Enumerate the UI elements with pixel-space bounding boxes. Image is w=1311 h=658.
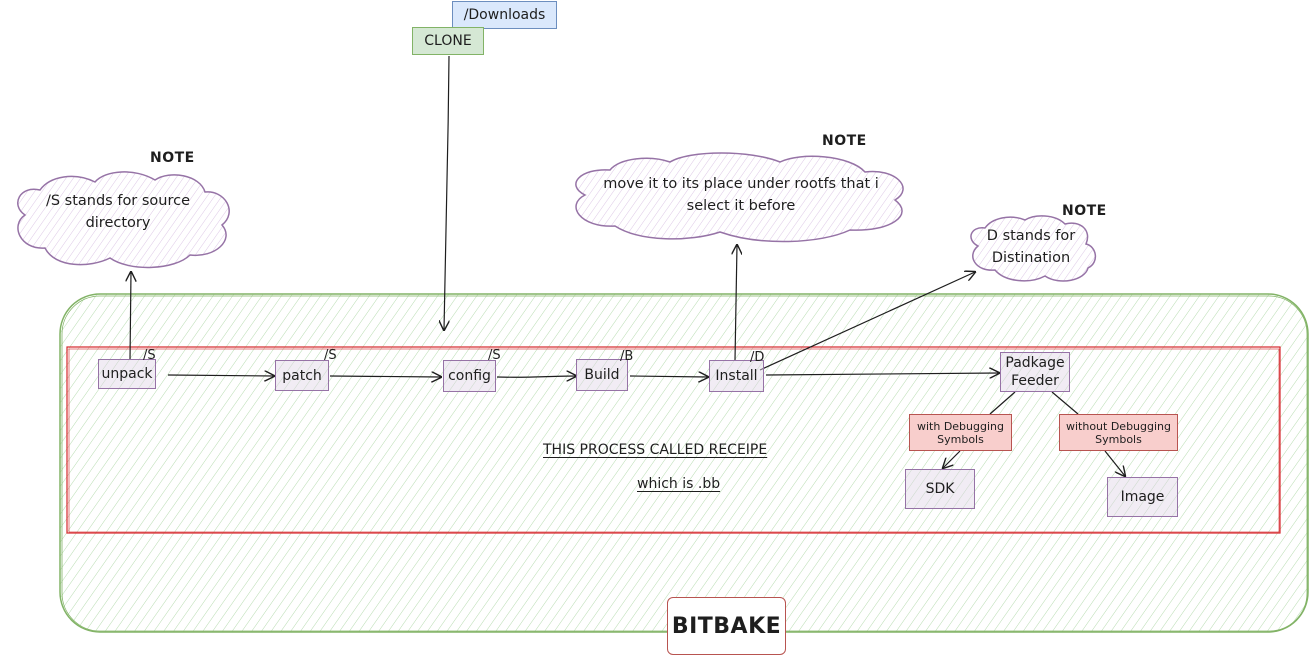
note-1-line-2: directory bbox=[85, 215, 151, 231]
arrow-install-feeder bbox=[765, 373, 999, 375]
note-1-line-1: /S stands for source bbox=[45, 193, 191, 209]
feeder-line-2: Feeder bbox=[1011, 373, 1059, 389]
arrow-feeder-with bbox=[989, 391, 1016, 415]
note-3-line-1: D stands for bbox=[986, 228, 1076, 244]
step-install: Install bbox=[709, 360, 764, 392]
note-text-3: D stands for Distination bbox=[968, 225, 1094, 269]
step-unpack: unpack bbox=[98, 359, 156, 389]
cloud-shape-2 bbox=[575, 152, 904, 243]
step-config-label: config bbox=[448, 368, 491, 384]
step-unpack-label: unpack bbox=[101, 366, 153, 382]
feeder-line-1: Padkage bbox=[1005, 355, 1065, 371]
step-patch: patch bbox=[275, 360, 329, 391]
note-2-line-1: move it to its place under rootfs that i bbox=[603, 176, 879, 192]
note-2-line-2: select it before bbox=[686, 198, 796, 214]
arrow-unpack-patch bbox=[167, 375, 274, 376]
bitbake-label-box: BITBAKE bbox=[667, 597, 786, 655]
without-debugging-line-1: without Debugging bbox=[1065, 419, 1171, 433]
step-install-dir: /D bbox=[750, 350, 765, 365]
recipe-container bbox=[66, 346, 1281, 534]
arrow-feeder-without bbox=[1051, 391, 1079, 415]
arrow-with-sdk bbox=[943, 450, 961, 468]
step-build: Build bbox=[576, 359, 628, 391]
step-install-label: Install bbox=[715, 368, 758, 384]
bitbake-label: BITBAKE bbox=[671, 613, 782, 639]
clone-box: CLONE bbox=[412, 27, 484, 55]
cloud-shape-3 bbox=[970, 215, 1097, 282]
arrow-unpack-note bbox=[130, 272, 131, 361]
image-box: Image bbox=[1107, 477, 1178, 517]
bitbake-container bbox=[59, 293, 1309, 633]
with-debugging-line-2: Symbols bbox=[937, 432, 984, 446]
with-debugging-line-1: with Debugging bbox=[916, 419, 1004, 433]
recipe-container-outline bbox=[68, 348, 1280, 533]
step-patch-dir: /S bbox=[324, 348, 337, 363]
step-build-dir: /B bbox=[620, 349, 634, 364]
note-text-2: move it to its place under rootfs that i… bbox=[566, 173, 916, 217]
arrow-without-image bbox=[1104, 450, 1125, 476]
without-debugging-line-2: Symbols bbox=[1095, 432, 1142, 446]
recipe-title-text: THIS PROCESS CALLED RECEIPE bbox=[543, 442, 768, 458]
with-debugging-box: with Debugging Symbols bbox=[909, 414, 1012, 451]
note-3-line-2: Distination bbox=[991, 250, 1071, 266]
package-feeder: Padkage Feeder bbox=[1000, 352, 1070, 392]
note-text-1: /S stands for source directory bbox=[18, 190, 218, 234]
arrow-install-note bbox=[735, 245, 737, 361]
recipe-subtitle: which is .bb bbox=[637, 476, 720, 492]
clone-label: CLONE bbox=[424, 33, 472, 49]
step-config: config bbox=[443, 360, 496, 392]
without-debugging-box: without Debugging Symbols bbox=[1059, 414, 1178, 451]
step-unpack-dir: /S bbox=[143, 348, 156, 363]
downloads-label: /Downloads bbox=[463, 7, 546, 23]
cloud-shape-1 bbox=[17, 171, 230, 269]
arrow-patch-config bbox=[329, 376, 441, 377]
arrow-install-distination bbox=[759, 272, 975, 371]
arrow-clone-config bbox=[444, 55, 449, 330]
recipe-title: THIS PROCESS CALLED RECEIPE bbox=[543, 442, 767, 458]
sdk-box: SDK bbox=[905, 469, 975, 509]
step-config-dir: /S bbox=[488, 348, 501, 363]
note-title-1: NOTE bbox=[150, 150, 195, 166]
recipe-subtitle-text: which is .bb bbox=[637, 476, 721, 492]
step-patch-label: patch bbox=[282, 367, 322, 384]
downloads-box: /Downloads bbox=[452, 1, 557, 29]
sdk-label: SDK bbox=[925, 481, 955, 497]
arrow-config-build bbox=[496, 376, 576, 377]
image-label: Image bbox=[1120, 489, 1165, 505]
note-title-3: NOTE bbox=[1062, 203, 1107, 219]
arrow-build-install bbox=[629, 376, 708, 377]
note-title-2: NOTE bbox=[822, 133, 867, 149]
step-build-label: Build bbox=[584, 367, 620, 383]
